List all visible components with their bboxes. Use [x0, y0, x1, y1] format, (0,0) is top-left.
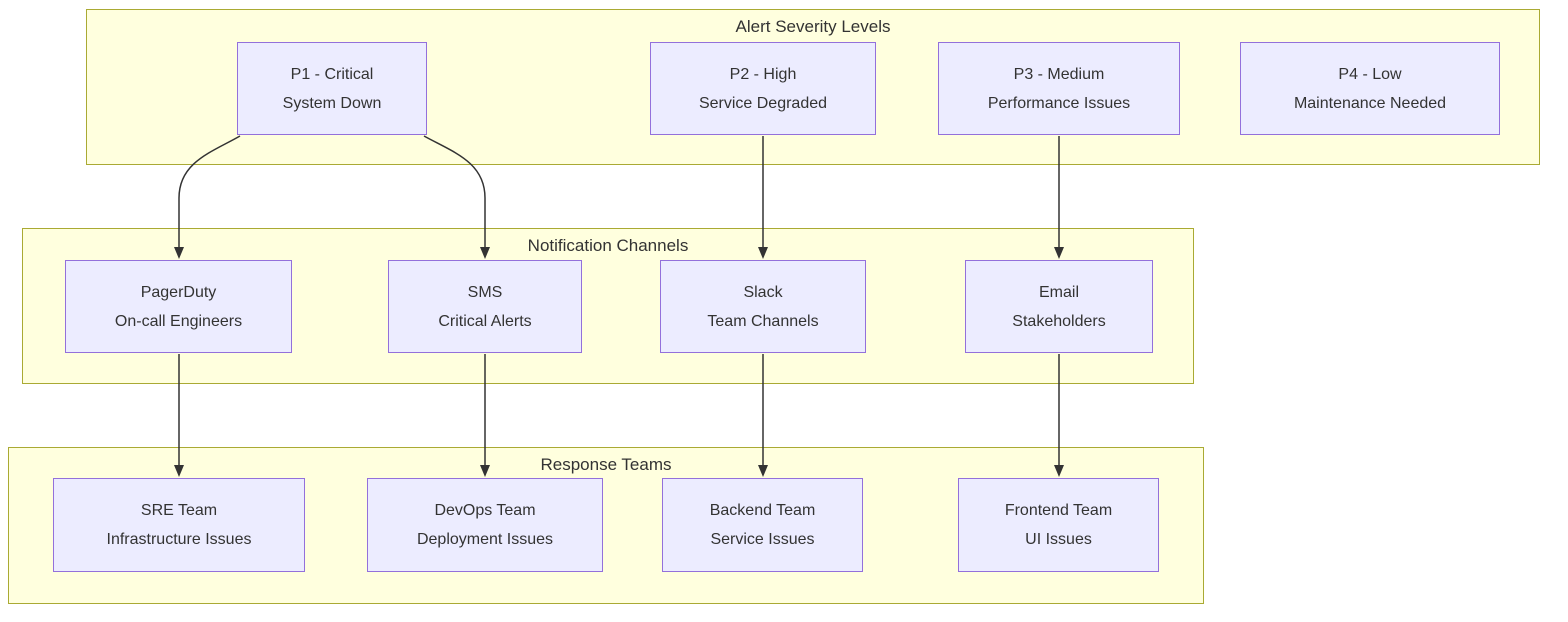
node-label-line: UI Issues: [1025, 531, 1092, 548]
node-email: Email Stakeholders: [965, 260, 1153, 353]
node-label-line: Service Degraded: [698, 94, 828, 112]
node-label-line: Deployment Issues: [416, 531, 554, 548]
node-frontend-team: Frontend Team UI Issues: [958, 478, 1159, 572]
node-backend-team: Backend Team Service Issues: [662, 478, 863, 572]
group-title-alert-severity-levels: Alert Severity Levels: [735, 17, 891, 36]
node-label-line: On-call Engineers: [114, 312, 243, 330]
node-label-line: Infrastructure Issues: [106, 531, 252, 548]
group-title-notification-channels: Notification Channels: [527, 236, 689, 255]
group-title-response-teams: Response Teams: [540, 455, 672, 474]
node-label-line: Team Channels: [707, 312, 819, 330]
node-label-line: P3 - Medium: [1013, 65, 1105, 83]
node-p4-low: P4 - Low Maintenance Needed: [1240, 42, 1500, 135]
node-label-line: SMS: [467, 283, 503, 301]
node-label-line: P1 - Critical: [290, 65, 374, 83]
node-label-line: Email: [1038, 283, 1079, 301]
node-p3-medium: P3 - Medium Performance Issues: [938, 42, 1180, 135]
node-label-line: System Down: [282, 94, 382, 112]
node-label-line: SRE Team: [140, 502, 218, 519]
node-label-line: Maintenance Needed: [1293, 94, 1447, 112]
node-p1-critical: P1 - Critical System Down: [237, 42, 427, 135]
node-label-line: Frontend Team: [1004, 502, 1113, 519]
node-label-line: DevOps Team: [434, 502, 536, 519]
node-pagerduty: PagerDuty On-call Engineers: [65, 260, 292, 353]
node-slack: Slack Team Channels: [660, 260, 866, 353]
node-label-line: Performance Issues: [987, 94, 1131, 112]
node-label-line: P4 - Low: [1338, 65, 1402, 83]
node-devops-team: DevOps Team Deployment Issues: [367, 478, 603, 572]
node-label-line: P2 - High: [729, 65, 797, 83]
node-label-line: Slack: [743, 283, 783, 301]
node-label-line: PagerDuty: [140, 283, 217, 301]
node-label-line: Critical Alerts: [438, 312, 532, 330]
node-label-line: Backend Team: [709, 502, 816, 519]
node-sre-team: SRE Team Infrastructure Issues: [53, 478, 305, 572]
node-label-line: Stakeholders: [1012, 312, 1106, 330]
node-sms: SMS Critical Alerts: [388, 260, 582, 353]
node-label-line: Service Issues: [710, 531, 815, 548]
node-p2-high: P2 - High Service Degraded: [650, 42, 876, 135]
